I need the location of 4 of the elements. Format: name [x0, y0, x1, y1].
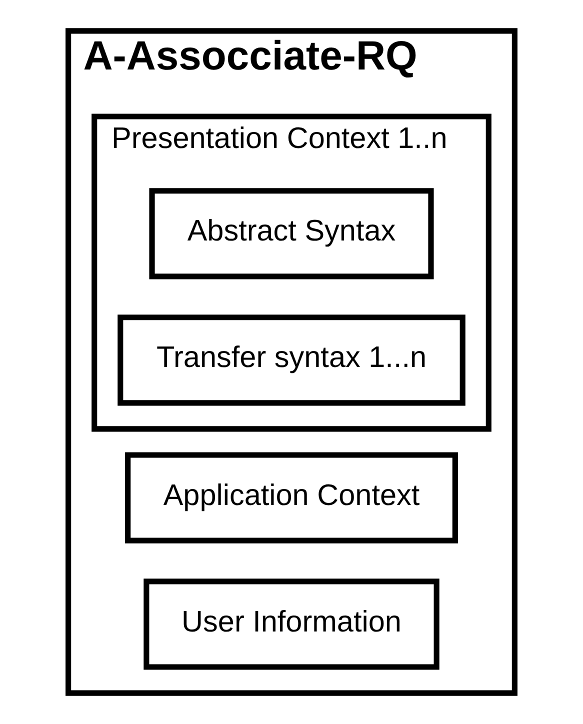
node-box: Abstract Syntax: [149, 188, 434, 280]
node-box: Application Context: [125, 452, 458, 544]
node-box: Transfer syntax 1...n: [118, 314, 466, 406]
node-box: User Information: [144, 578, 440, 670]
